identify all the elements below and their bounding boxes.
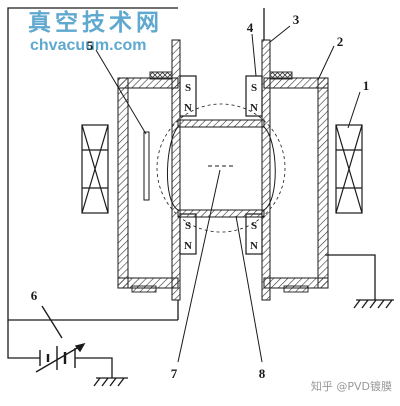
magnet-pole-labels: S N S N S N S N [184, 82, 258, 252]
label-3: 3 [293, 12, 300, 27]
svg-text:N: N [184, 102, 192, 114]
magnet-top-right [245, 75, 263, 117]
substrate [143, 131, 150, 201]
label-8: 8 [259, 366, 266, 381]
label-1: 1 [363, 78, 370, 93]
svg-text:S: S [185, 82, 191, 94]
source-credit: 知乎 @PVD镀膜 [311, 379, 392, 393]
label-2: 2 [337, 34, 344, 49]
coil-left [81, 124, 109, 214]
ground-symbol-bottom [93, 377, 128, 387]
magnets [179, 75, 263, 255]
svg-text:N: N [184, 240, 192, 252]
component-labels: 1 2 3 4 5 6 7 8 [31, 12, 370, 381]
watermark-chinese: 真空技术网 [28, 9, 163, 36]
leader-lines [95, 25, 361, 363]
svg-text:S: S [185, 220, 191, 232]
watermark: 真空技术网 chvacuum.com [28, 9, 163, 54]
watermark-url: chvacuum.com [30, 37, 146, 54]
svg-text:N: N [250, 102, 258, 114]
target-plates [177, 119, 265, 218]
ground-symbol-right [353, 299, 394, 309]
label-7: 7 [171, 366, 178, 381]
coil-right [335, 124, 363, 214]
svg-text:N: N [250, 240, 258, 252]
magnet-top-left [179, 75, 197, 117]
plasma-region [156, 103, 286, 233]
insulator-seals [131, 71, 309, 293]
svg-text:S: S [251, 82, 257, 94]
label-6: 6 [31, 288, 38, 303]
variable-power-supply [35, 305, 86, 373]
svg-text:S: S [251, 220, 257, 232]
label-5: 5 [87, 38, 94, 53]
cathode-holders [171, 39, 271, 301]
circuit-wiring [7, 7, 376, 378]
label-4: 4 [247, 20, 254, 35]
